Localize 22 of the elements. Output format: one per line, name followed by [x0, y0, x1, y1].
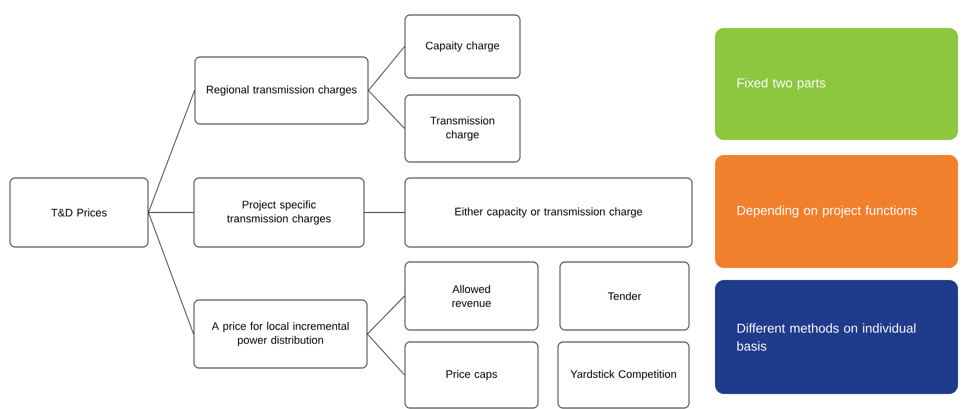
connector-line	[148, 90, 195, 213]
connector-line	[367, 334, 405, 376]
connector-line	[148, 212, 194, 334]
category-box: Tender	[560, 262, 690, 330]
connector-line	[148, 212, 194, 213]
category-box: A price for local incremental power distribution	[194, 300, 368, 368]
summary-box: Depending on project functions	[715, 155, 958, 268]
category-box: Either capacity or transmission charge	[404, 178, 692, 248]
connector-line	[367, 296, 405, 334]
category-box: Allowed revenue	[404, 262, 538, 330]
summary-box: Fixed two parts	[715, 28, 958, 140]
category-box: Transmission charge	[404, 94, 520, 162]
category-box: Yardstick Competition	[558, 342, 690, 408]
connector-line	[368, 90, 405, 129]
summary-box: Different methods on individual basis	[715, 280, 958, 394]
category-box: Price caps	[404, 342, 538, 408]
category-box: T&D Prices	[10, 178, 148, 248]
connector-line	[364, 212, 405, 213]
category-box: Capaity charge	[404, 14, 520, 78]
connector-line	[368, 46, 405, 91]
category-box: Regional transmission charges	[194, 56, 368, 124]
category-box: Project specific transmission charges	[194, 178, 364, 248]
